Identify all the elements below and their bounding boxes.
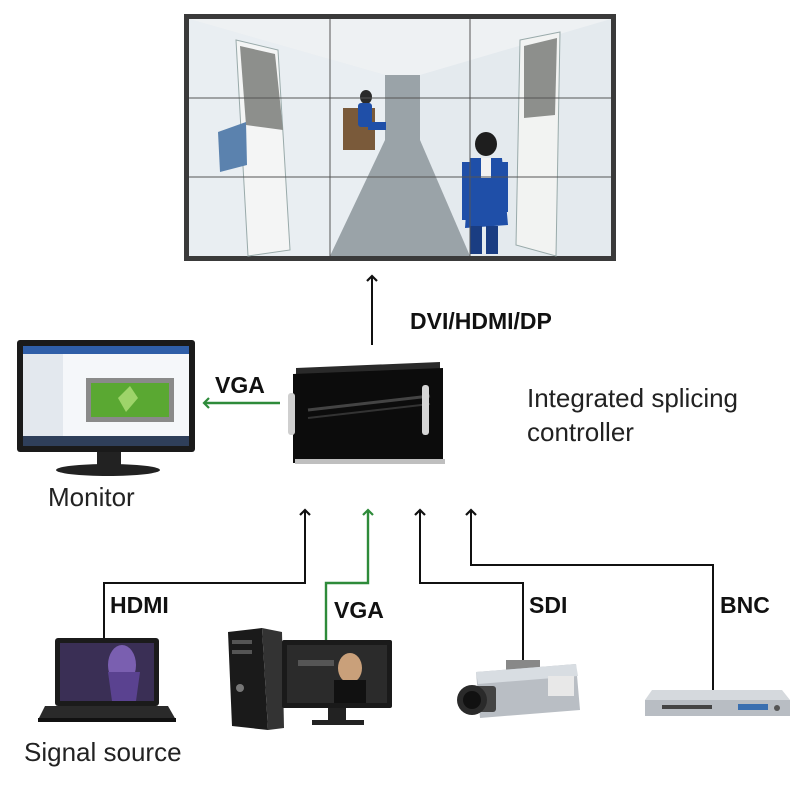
bnc-label: BNC: [720, 592, 770, 618]
controller-label-line1: Integrated splicing: [527, 383, 739, 413]
bnc-input-line: [465, 508, 714, 690]
hdmi-label: HDMI: [110, 592, 169, 618]
signal-source-label: Signal source: [24, 737, 182, 767]
sdi-input-line: [414, 508, 524, 660]
hdmi-input-line: [103, 508, 311, 640]
vga-input-label: VGA: [334, 597, 384, 623]
monitor-link-label: VGA: [215, 372, 265, 398]
dvi-hdmi-dp-label: DVI/HDMI/DP: [410, 308, 552, 334]
controller-label-line2: controller: [527, 417, 634, 447]
sdi-label: SDI: [529, 592, 568, 618]
vga-input-line: [324, 508, 374, 640]
monitor-label: Monitor: [48, 482, 135, 512]
